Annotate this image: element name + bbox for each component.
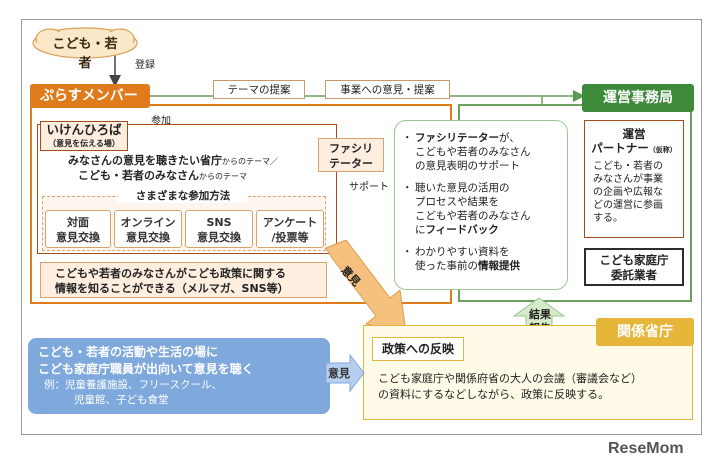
ministry-theme-b: こども・若者のみなさん bbox=[78, 169, 199, 182]
contractor-box: こども家庭庁委託業者 bbox=[584, 248, 684, 286]
facilitator-box: ファシリテーター bbox=[318, 138, 384, 172]
ikenhiroba-sub: （意見を伝える場） bbox=[48, 139, 120, 148]
opinion-proposal-label: 事業への意見・提案 bbox=[325, 80, 450, 99]
ikenhiroba-title: いけんひろば bbox=[46, 122, 122, 137]
jimukyoku-header: 運営事務局 bbox=[582, 84, 694, 112]
ikenhiroba-header: いけんひろば （意見を伝える場） bbox=[40, 121, 128, 151]
partner-tag: （仮称） bbox=[648, 146, 677, 154]
support-label: サポート bbox=[349, 182, 389, 193]
methods-title: さまざまな参加方法 bbox=[118, 189, 248, 203]
info-box: こどもや若者のみなさんがこども政策に関する情報を知ることができる（メルマガ、SN… bbox=[40, 262, 327, 298]
policy-title: 政策への反映 bbox=[372, 337, 464, 361]
kankei-header: 関係省庁 bbox=[596, 318, 694, 346]
partner-box: 運営 パートナー（仮称） こども・若者のみなさんが事業の企画や広報などの運営に参… bbox=[584, 120, 684, 238]
blue-opinion-arrow bbox=[326, 353, 365, 393]
outreach-line1: こども・若者の活動や生活の場に bbox=[38, 345, 219, 359]
resemom-logo: ReseMom bbox=[608, 440, 684, 457]
outreach-box: こども・若者の活動や生活の場に こども家庭庁職員が出向いて意見を聴く 例：児童養… bbox=[28, 338, 330, 414]
blue-arrow-label: 意見 bbox=[328, 367, 350, 380]
theme-proposal-label: テーマの提案 bbox=[213, 80, 305, 99]
cloud-shape bbox=[32, 27, 138, 59]
register-label: 登録 bbox=[135, 60, 155, 71]
ministry-theme-b-small: からのテーマ bbox=[199, 172, 247, 181]
partner-title1: 運営 bbox=[622, 127, 646, 141]
method-online: オンライン意見交換 bbox=[114, 210, 182, 248]
plus-member-header: ぷらすメンバー bbox=[30, 84, 150, 108]
partner-title2: パートナー bbox=[591, 141, 649, 155]
policy-desc: こども家庭庁や関係府省の大人の会議（審議会など）の資料にするなどしながら、政策に… bbox=[378, 372, 642, 401]
cloud-label: こども・若者 bbox=[52, 37, 118, 71]
ministry-theme-text: みなさんの意見を聴きたい省庁からのテーマ／ こども・若者のみなさんからのテーマ bbox=[68, 154, 328, 184]
ministry-theme-a: みなさんの意見を聴きたい省庁 bbox=[68, 154, 222, 167]
outreach-example2: 児童館、子ども食堂 bbox=[74, 394, 169, 406]
method-survey: アンケート/投票等 bbox=[256, 210, 324, 248]
join-label: 参加 bbox=[151, 116, 171, 127]
ministry-theme-a-small: からのテーマ／ bbox=[222, 157, 278, 166]
partner-desc: こども・若者のみなさんが事業の企画や広報などの運営に参画する。 bbox=[593, 161, 663, 224]
method-face-to-face: 対面意見交換 bbox=[45, 210, 111, 248]
outreach-example1: 例：児童養護施設、フリースクール、 bbox=[44, 379, 222, 391]
outreach-line2: こども家庭庁職員が出向いて意見を聴く bbox=[38, 362, 254, 376]
